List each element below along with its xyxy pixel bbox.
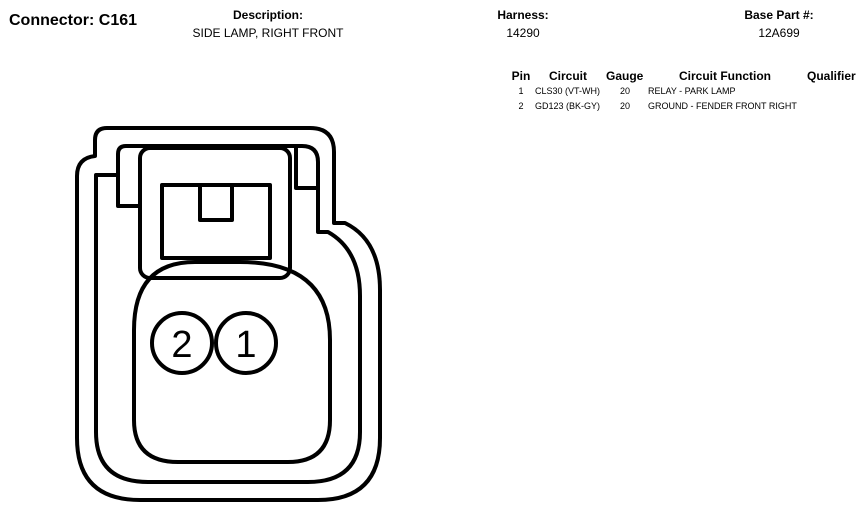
pin-2-circle	[150, 311, 214, 375]
connector-title: Connector: C161	[9, 12, 138, 29]
table-row-2-circuit: GD123 (BK-GY)	[535, 101, 601, 111]
table-row-1-pin: 1	[518, 86, 524, 96]
table-row-2-gauge: 20	[619, 101, 630, 111]
table-row-1-circuit: CLS30 (VT-WH)	[535, 86, 601, 96]
qualifier-header: Qualifier	[807, 69, 856, 83]
description-label: Description:	[232, 8, 303, 22]
latch-outline	[116, 175, 140, 208]
pin-2-number: 2	[171, 324, 192, 366]
circuit-header: Circuit	[549, 69, 588, 83]
connector-inner-shell	[94, 144, 362, 484]
table-row-2-pin: 2	[518, 101, 524, 111]
table-row-2-function: GROUND - FENDER FRONT RIGHT	[648, 101, 797, 111]
pin-1-number: 1	[235, 324, 256, 366]
table-row-1-gauge: 20	[619, 86, 630, 96]
latch-right	[294, 146, 318, 190]
latch-window	[160, 183, 272, 260]
circuit-function-header: Circuit Function	[679, 69, 771, 83]
locking-latch	[138, 146, 292, 280]
pin-1-circle	[214, 311, 278, 375]
pin-cavity	[132, 260, 332, 464]
harness-label: Harness:	[497, 8, 549, 22]
harness-value: 14290	[506, 26, 540, 40]
base-part-value: 12A699	[758, 26, 800, 40]
table-row-1-function: RELAY - PARK LAMP	[648, 86, 736, 96]
base-part-label: Base Part #:	[744, 8, 814, 22]
description-value: SIDE LAMP, RIGHT FRONT	[192, 26, 344, 40]
gauge-header: Gauge	[606, 69, 644, 83]
pin-header: Pin	[511, 69, 531, 83]
connector-outer-shell	[75, 126, 382, 502]
